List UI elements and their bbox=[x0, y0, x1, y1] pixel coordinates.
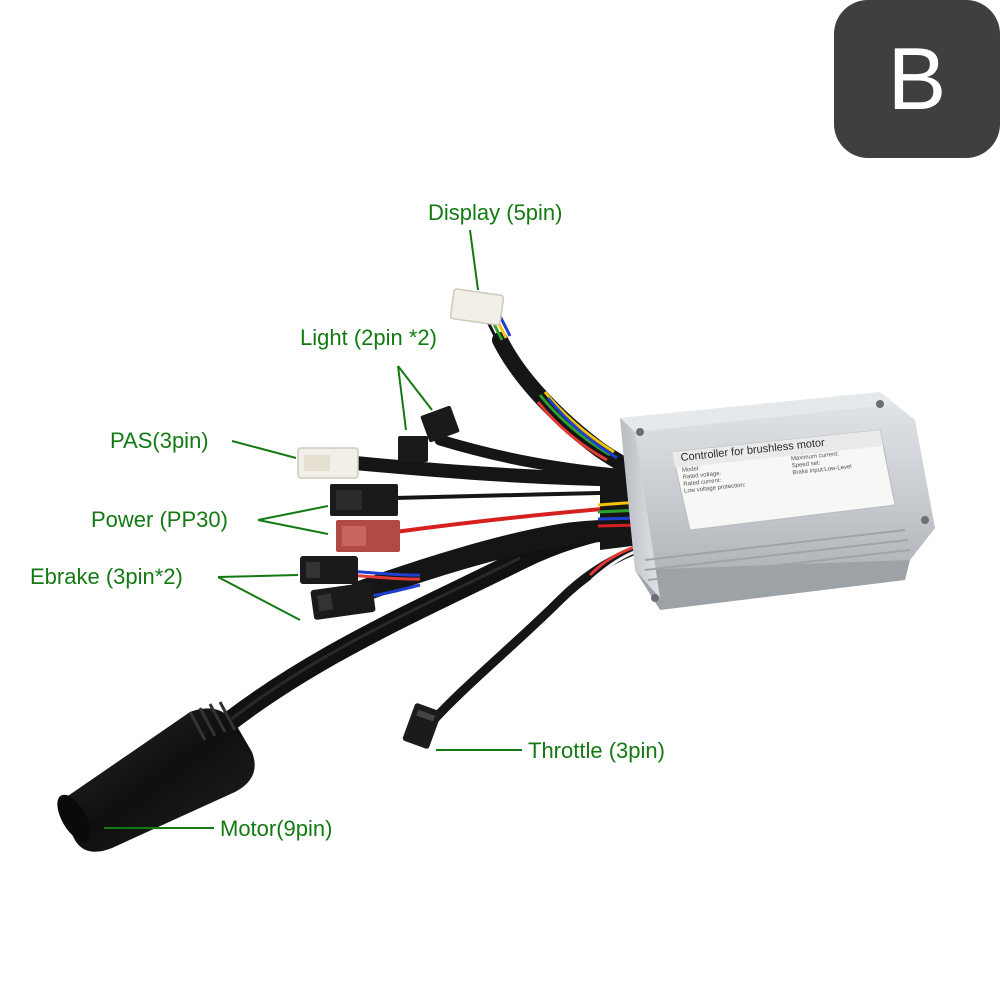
label-power: Power (PP30) bbox=[91, 507, 228, 532]
light-connector-2 bbox=[420, 405, 460, 443]
ebrake-connector-1 bbox=[300, 556, 358, 584]
label-display: Display (5pin) bbox=[428, 200, 563, 225]
label-light: Light (2pin *2) bbox=[300, 325, 437, 350]
pas-connector bbox=[297, 447, 359, 479]
label-motor: Motor(9pin) bbox=[220, 816, 333, 841]
throttle-cable bbox=[427, 543, 643, 727]
light-connector-1 bbox=[398, 436, 428, 462]
power-connector-red bbox=[336, 520, 400, 552]
display-connector bbox=[449, 288, 505, 326]
controller-label-plate bbox=[671, 429, 896, 531]
label-throttle: Throttle (3pin) bbox=[528, 738, 665, 763]
leader-lines bbox=[104, 229, 522, 829]
ebrake-connector-2 bbox=[310, 582, 376, 620]
version-badge-letter: B bbox=[887, 29, 947, 128]
motor-connector bbox=[57, 701, 255, 852]
throttle-connector bbox=[402, 703, 442, 749]
display-cable bbox=[482, 307, 648, 480]
pas-cable bbox=[348, 456, 647, 487]
label-ebrake: Ebrake (3pin*2) bbox=[30, 564, 183, 589]
power-connector-black bbox=[330, 484, 398, 516]
label-pas: PAS(3pin) bbox=[110, 428, 209, 453]
version-badge: B bbox=[834, 0, 1000, 158]
